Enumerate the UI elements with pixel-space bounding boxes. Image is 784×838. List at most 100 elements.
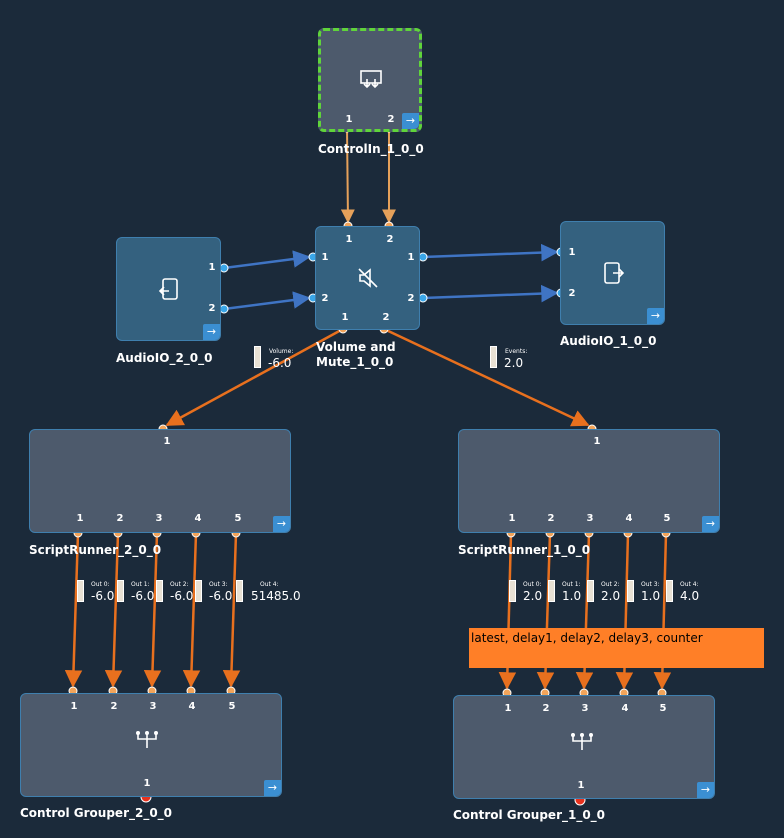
port-label: 4 bbox=[625, 513, 633, 524]
port-label: 4 bbox=[621, 703, 629, 714]
expand-arrow-icon[interactable]: → bbox=[697, 782, 714, 798]
port-label: 5 bbox=[234, 513, 242, 524]
expand-arrow-icon[interactable]: → bbox=[702, 516, 719, 532]
port-label: 3 bbox=[149, 701, 157, 712]
port-label: 1 bbox=[163, 436, 171, 447]
port-label: 2 bbox=[542, 703, 550, 714]
node-label-audio-io-2: AudioIO_2_0_0 bbox=[116, 351, 213, 365]
port-label: 2 bbox=[547, 513, 555, 524]
expand-arrow-icon[interactable]: → bbox=[402, 113, 419, 129]
node-label-control-grouper-2: Control Grouper_2_0_0 bbox=[20, 806, 173, 820]
port-label: 1 bbox=[508, 513, 516, 524]
port-label: 1 bbox=[321, 252, 329, 263]
meter-name: Volume: bbox=[269, 348, 294, 355]
audio-output-icon bbox=[599, 260, 627, 286]
node-control-grouper-1[interactable]: 1 2 3 4 5 1 → bbox=[453, 695, 715, 799]
meter-value: -6.0 bbox=[91, 589, 115, 603]
meter-bar bbox=[587, 580, 594, 602]
meter-value: 2.0 bbox=[523, 589, 543, 603]
port-label: 5 bbox=[663, 513, 671, 524]
meter-name: Out 2: bbox=[170, 581, 189, 588]
port-audioio2-out1 bbox=[219, 263, 229, 273]
wire-volume-2-to-audioio1-2 bbox=[422, 284, 559, 303]
wire-sr2-out5 bbox=[222, 532, 241, 688]
port-audioio2-out2 bbox=[219, 304, 229, 314]
meter-bar bbox=[117, 580, 124, 602]
port-label: 1 bbox=[70, 701, 78, 712]
expand-arrow-icon[interactable]: → bbox=[273, 516, 290, 532]
meter-bar bbox=[490, 346, 497, 368]
meter-bar bbox=[509, 580, 516, 602]
meter-bar bbox=[195, 580, 202, 602]
port-label: 1 bbox=[568, 247, 576, 258]
port-label: 4 bbox=[194, 513, 202, 524]
port-label: 3 bbox=[581, 703, 589, 714]
meter-value: -6.0 bbox=[131, 589, 155, 603]
meter-value: 2.0 bbox=[504, 356, 524, 370]
port-label: 2 bbox=[116, 513, 124, 524]
meter-name: Out 0: bbox=[523, 581, 542, 588]
grouper-fork-icon bbox=[568, 732, 596, 756]
port-label: 2 bbox=[321, 293, 329, 304]
port-label: 5 bbox=[228, 701, 236, 712]
meter-value: 51485.0 bbox=[251, 589, 301, 603]
expand-arrow-icon[interactable]: → bbox=[647, 308, 664, 324]
grouper-fork-icon bbox=[133, 730, 161, 754]
meter-name: Out 2: bbox=[601, 581, 620, 588]
wire-volume-1-to-audioio1-1 bbox=[422, 243, 559, 262]
meter-value: -6.0 bbox=[209, 589, 233, 603]
port-label: 2 bbox=[568, 288, 576, 299]
meter-value: 1.0 bbox=[641, 589, 661, 603]
meter-value: -6.0 bbox=[268, 356, 292, 370]
port-label: 2 bbox=[407, 293, 415, 304]
port-label: 2 bbox=[386, 234, 394, 245]
meter-bar bbox=[666, 580, 673, 602]
meter-name: Out 4: bbox=[680, 581, 699, 588]
meter-name: Out 4: bbox=[260, 581, 279, 588]
meter-value: 4.0 bbox=[680, 589, 700, 603]
port-volume-right2 bbox=[418, 293, 428, 303]
node-control-grouper-2[interactable]: 1 2 3 4 5 1 → bbox=[20, 693, 282, 797]
meter-name: Out 1: bbox=[562, 581, 581, 588]
port-label: 4 bbox=[188, 701, 196, 712]
meter-name: Out 1: bbox=[131, 581, 150, 588]
wire-audioio2-1-to-volume-1 bbox=[223, 250, 311, 270]
meter-name: Out 0: bbox=[91, 581, 110, 588]
port-label: 3 bbox=[586, 513, 594, 524]
node-script-runner-2[interactable]: 1 1 2 3 4 5 → bbox=[29, 429, 291, 533]
port-label: 1 bbox=[341, 312, 349, 323]
meter-value: -6.0 bbox=[170, 589, 194, 603]
port-label: 1 bbox=[593, 436, 601, 447]
port-label: 1 bbox=[577, 780, 585, 791]
audio-input-icon bbox=[155, 276, 183, 302]
node-audio-io-1[interactable]: 1 2 → bbox=[560, 221, 665, 325]
expand-arrow-icon[interactable]: → bbox=[203, 324, 220, 340]
port-label: 2 bbox=[208, 303, 216, 314]
meter-bar bbox=[254, 346, 261, 368]
node-control-in[interactable]: 1 2 → bbox=[318, 28, 422, 132]
meter-bar bbox=[627, 580, 634, 602]
port-volume-right1 bbox=[418, 252, 428, 262]
port-label: 1 bbox=[143, 778, 151, 789]
node-volume-and-mute[interactable]: 1 2 1 2 1 2 1 2 bbox=[315, 226, 420, 330]
port-label: 5 bbox=[659, 703, 667, 714]
node-label-script-runner-2: ScriptRunner_2_0_0 bbox=[29, 543, 162, 557]
port-label: 2 bbox=[110, 701, 118, 712]
meter-value: 1.0 bbox=[562, 589, 582, 603]
node-audio-io-2[interactable]: 1 2 → bbox=[116, 237, 221, 341]
meter-bar bbox=[548, 580, 555, 602]
expand-arrow-icon[interactable]: → bbox=[264, 780, 281, 796]
port-label: 2 bbox=[382, 312, 390, 323]
meter-bar bbox=[77, 580, 84, 602]
meter-bar bbox=[236, 580, 243, 602]
port-label: 1 bbox=[504, 703, 512, 714]
node-script-runner-1[interactable]: 1 1 2 3 4 5 → bbox=[458, 429, 720, 533]
annotation-note: latest, delay1, delay2, delay3, counter bbox=[469, 628, 764, 668]
meter-name: Events: bbox=[505, 348, 528, 355]
node-label-control-grouper-1: Control Grouper_1_0_0 bbox=[453, 808, 606, 822]
node-label-volume-mute-line1: Volume and bbox=[316, 340, 396, 354]
node-label-audio-io-1: AudioIO_1_0_0 bbox=[560, 334, 657, 348]
node-label-control-in: ControlIn_1_0_0 bbox=[318, 142, 424, 156]
port-label: 2 bbox=[387, 114, 395, 125]
